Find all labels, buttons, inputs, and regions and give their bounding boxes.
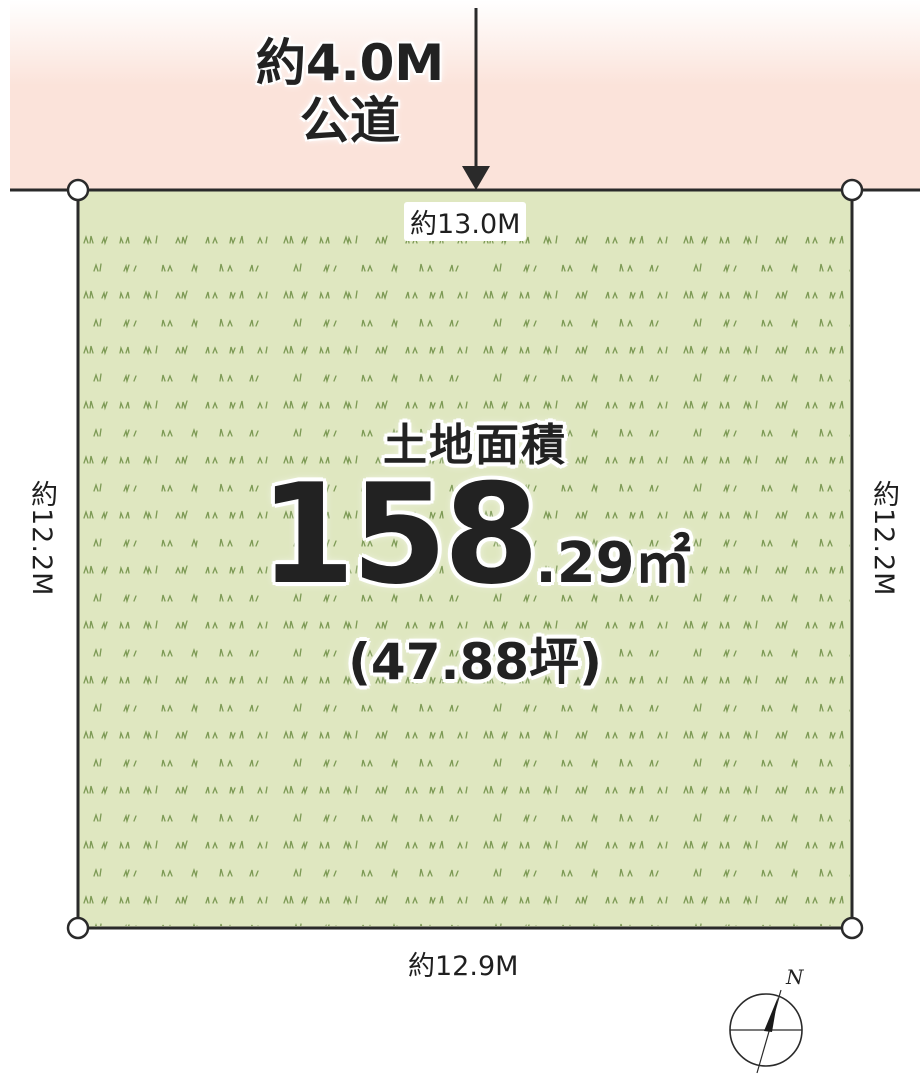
land-area-label: 土地面積 (383, 420, 567, 471)
road-type-label: 公道 (300, 92, 400, 150)
land-area-integer: 158 (259, 454, 539, 615)
road-width-label: 約4.0M (255, 34, 445, 92)
frontage-dimension-label: 約13.0M (404, 202, 527, 241)
corner-marker-top-left (66, 178, 90, 202)
corner-marker-bottom-left (66, 916, 90, 940)
right-depth-dimension-label: 約12.2M (868, 480, 899, 597)
road-label: 約4.0M 公道 (250, 34, 450, 150)
grass-pattern (80, 225, 850, 926)
left-depth-dimension-label: 約12.2M (26, 480, 57, 597)
land-area-block: 土地面積 158.29㎡ (47.88坪) (240, 418, 710, 692)
road-width-arrow-head (462, 166, 490, 190)
north-compass-icon: N (729, 965, 805, 1074)
land-area-tsubo: (47.88坪) (348, 633, 602, 691)
corner-marker-bottom-right (840, 916, 864, 940)
land-area-unit: ㎡ (634, 531, 691, 596)
public-road-area (10, 0, 920, 190)
land-area-value: 158.29㎡ (240, 466, 710, 642)
corner-marker-top-right (840, 178, 864, 202)
rear-dimension-label: 約12.9M (408, 951, 519, 982)
compass-north-label: N (785, 965, 805, 989)
land-area-decimal: .29 (535, 531, 635, 596)
